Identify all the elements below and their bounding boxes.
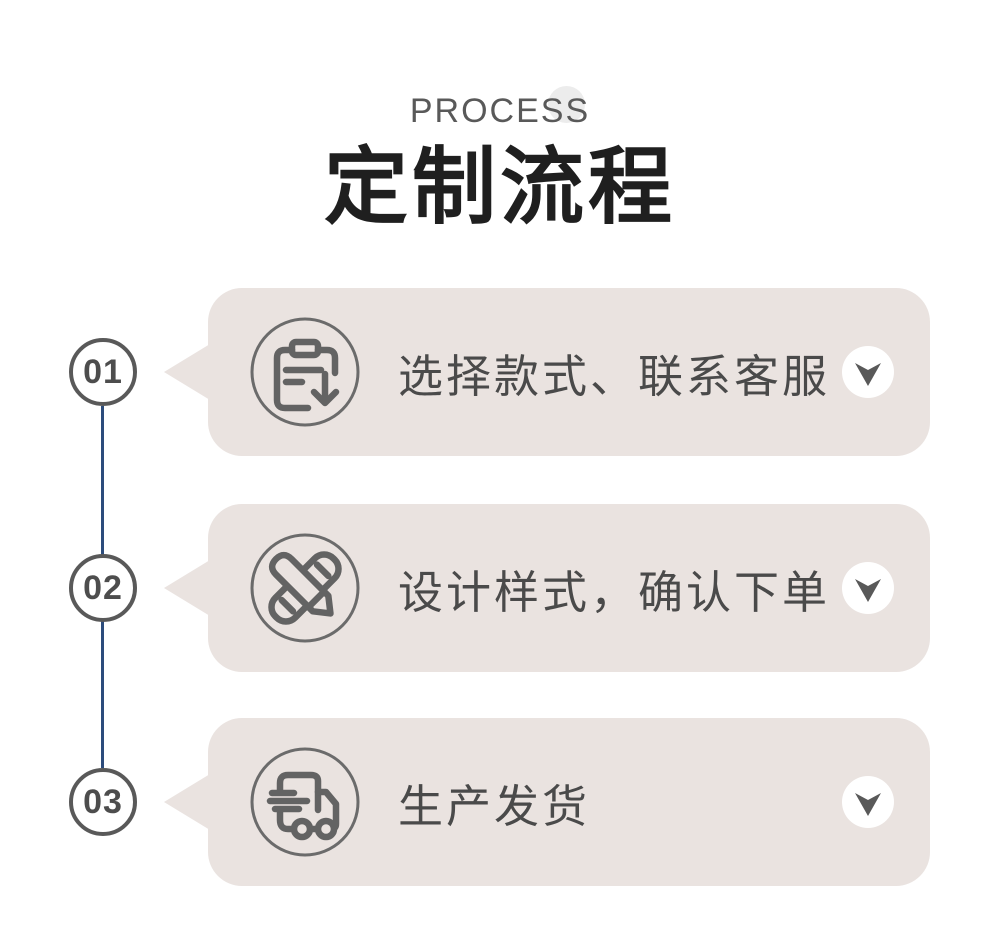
step-label: 生产发货 (398, 780, 591, 832)
eyebrow-accent-dot (548, 86, 585, 123)
chevron-down-icon (855, 363, 881, 386)
section-title: 定制流程 (323, 140, 676, 234)
step-card-3[interactable]: 生产发货 (164, 718, 930, 886)
step-card-1[interactable]: 选择款式、联系客服 (164, 288, 930, 456)
eyebrow-row: PROCESS (0, 92, 1000, 131)
clipboard-order-icon (250, 317, 360, 427)
step-card-2[interactable]: 设计样式，确认下单 (164, 504, 930, 672)
delivery-truck-icon (250, 747, 360, 857)
process-eyebrow: PROCESS (409, 92, 591, 130)
step-label: 选择款式、联系客服 (398, 350, 831, 402)
expand-button-2[interactable] (842, 562, 894, 614)
step-number-badge-2: 02 (69, 554, 137, 622)
expand-button-3[interactable] (842, 776, 894, 828)
chevron-down-icon (855, 579, 881, 602)
step-label: 设计样式，确认下单 (398, 566, 831, 618)
chevron-down-icon (855, 793, 881, 816)
step-number-label: 03 (83, 782, 123, 821)
step-number-badge-3: 03 (69, 768, 137, 836)
step-number-label: 01 (83, 352, 123, 391)
step-number-badge-1: 01 (69, 338, 137, 406)
step-number-label: 02 (83, 568, 123, 607)
expand-button-1[interactable] (842, 346, 894, 398)
design-pencil-icon (250, 533, 360, 643)
